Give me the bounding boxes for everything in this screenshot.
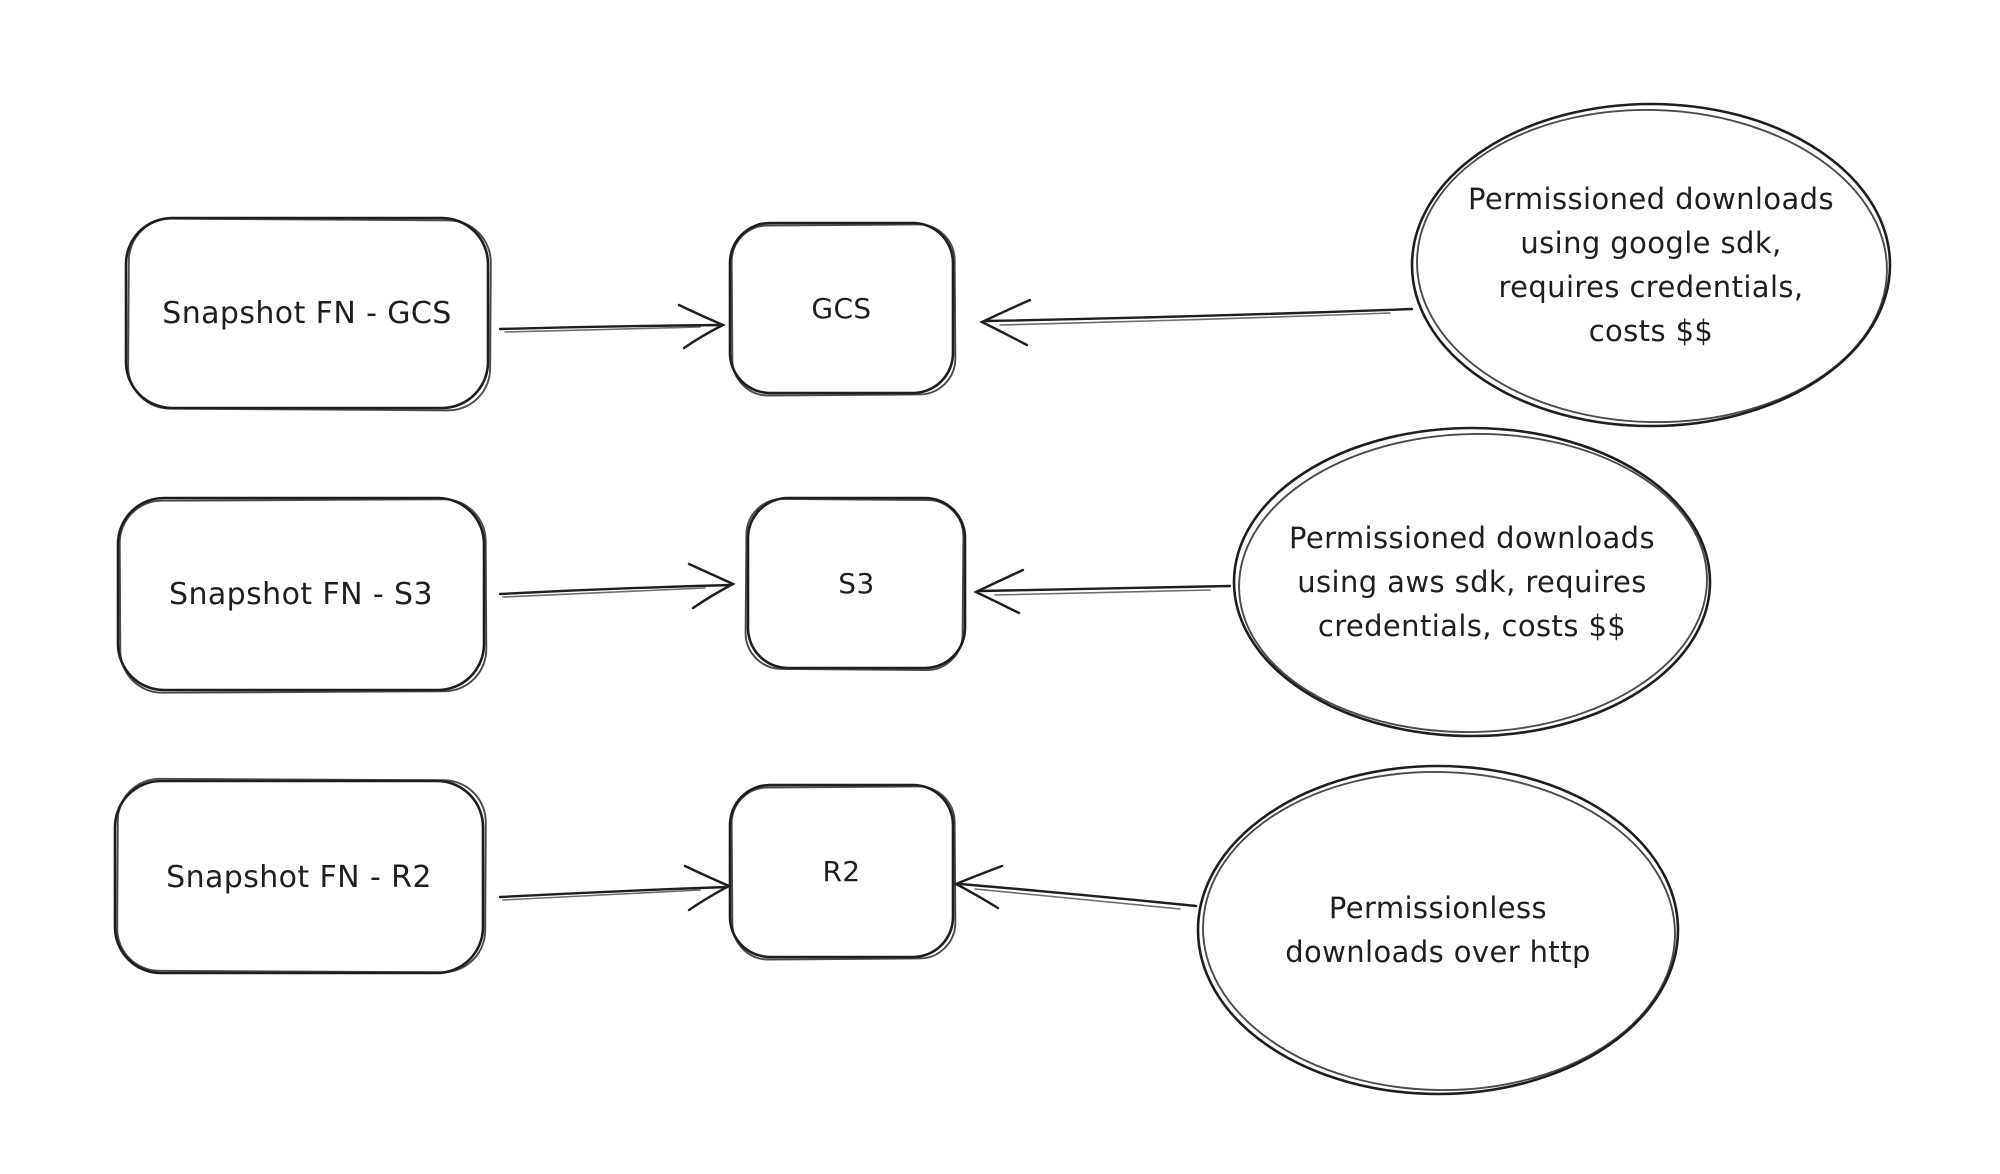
note-ellipse-gcs-stroke-2 [1416, 109, 1888, 424]
arrow-snapshot-r2-to-r2[interactable] [498, 864, 732, 912]
arrow-snapshot-s3-to-s3-shaft [498, 583, 733, 596]
label-note-s3[interactable]: Permissioned downloads using aws sdk, re… [1232, 432, 1712, 732]
arrow-note-to-s3-head [973, 568, 1025, 615]
node-r2-bucket-stroke-2 [730, 785, 957, 961]
label-gcs-bucket[interactable]: GCS [811, 291, 872, 325]
arrow-snapshot-s3-to-s3-head [687, 562, 736, 610]
note-ellipse-r2[interactable] [1196, 764, 1680, 1096]
node-r2-bucket[interactable] [728, 783, 957, 961]
arrow-snapshot-r2-to-r2-head [683, 864, 732, 912]
arrow-note-to-gcs-head [979, 298, 1032, 347]
node-snapshot-fn-gcs-stroke-2 [127, 217, 492, 412]
note-ellipse-gcs-stroke-1 [1410, 102, 1892, 428]
arrow-note-to-s3-shaft [978, 584, 1232, 593]
node-gcs-bucket-stroke-2 [730, 223, 957, 397]
arrow-snapshot-gcs-to-gcs-head [677, 303, 726, 350]
arrow-note-to-gcs[interactable] [979, 298, 1414, 347]
label-snapshot-fn-gcs[interactable]: Snapshot FN - GCS [162, 295, 452, 331]
note-ellipse-r2-stroke-1 [1196, 764, 1680, 1096]
arrow-note-to-r2-shaft [958, 882, 1198, 908]
node-gcs-bucket[interactable] [728, 221, 957, 397]
label-snapshot-fn-r2[interactable]: Snapshot FN - R2 [166, 859, 432, 895]
arrow-note-to-gcs-shaft [984, 307, 1414, 323]
label-note-gcs[interactable]: Permissioned downloads using google sdk,… [1411, 115, 1891, 415]
node-snapshot-fn-s3[interactable] [116, 496, 488, 694]
note-gcs-line-4: costs $$ [1588, 314, 1714, 348]
arrow-snapshot-r2-to-r2-shaft [498, 885, 729, 899]
note-s3-line-3: credentials, costs $$ [1317, 609, 1627, 643]
note-ellipse-s3[interactable] [1232, 426, 1712, 738]
node-snapshot-fn-gcs[interactable] [124, 216, 492, 412]
node-s3-bucket-stroke-2 [744, 497, 965, 672]
node-snapshot-fn-s3-stroke-1 [116, 496, 486, 692]
label-r2-bucket[interactable]: R2 [822, 854, 861, 888]
node-snapshot-fn-r2[interactable] [113, 777, 487, 975]
node-snapshot-fn-gcs-stroke-1 [124, 216, 490, 410]
arrow-note-to-r2[interactable] [953, 864, 1198, 910]
node-r2-bucket-stroke-1 [728, 783, 955, 959]
note-ellipse-gcs[interactable] [1410, 102, 1892, 429]
node-s3-bucket[interactable] [744, 496, 967, 672]
arrow-snapshot-gcs-to-gcs-shaft-2 [504, 326, 701, 333]
arrow-note-to-s3-shaft-2 [994, 589, 1211, 596]
arrow-snapshot-gcs-to-gcs-shaft [498, 323, 724, 331]
arrow-snapshot-s3-to-s3-shaft-2 [502, 587, 706, 598]
node-snapshot-fn-r2-stroke-2 [116, 777, 487, 974]
arrow-note-to-gcs-shaft-2 [999, 312, 1391, 326]
node-snapshot-fn-r2-stroke-1 [113, 779, 485, 975]
note-gcs-line-2: using google sdk, [1520, 226, 1782, 260]
node-s3-bucket-stroke-1 [746, 496, 967, 670]
label-s3-bucket[interactable]: S3 [838, 566, 875, 600]
label-note-r2[interactable]: Permissionless downloads over http [1198, 780, 1678, 1080]
node-gcs-bucket-stroke-1 [728, 221, 955, 395]
note-ellipse-s3-stroke-1 [1232, 426, 1712, 738]
note-r2-line-1: Permissionless [1328, 891, 1548, 925]
arrow-snapshot-r2-to-r2-shaft-2 [502, 889, 701, 901]
note-s3-line-1: Permissioned downloads [1288, 521, 1656, 555]
arrow-snapshot-s3-to-s3[interactable] [498, 562, 736, 610]
arrow-note-to-s3[interactable] [973, 568, 1232, 615]
label-snapshot-fn-s3[interactable]: Snapshot FN - S3 [169, 576, 433, 612]
note-gcs-line-3: requires credentials, [1498, 270, 1804, 304]
arrow-note-to-r2-shaft-2 [974, 888, 1181, 910]
arrow-snapshot-gcs-to-gcs[interactable] [498, 303, 726, 350]
note-ellipse-r2-stroke-2 [1202, 771, 1676, 1092]
note-gcs-line-1: Permissioned downloads [1467, 182, 1835, 216]
note-r2-line-2: downloads over http [1285, 935, 1591, 969]
node-snapshot-fn-s3-stroke-2 [118, 498, 488, 694]
note-s3-line-2: using aws sdk, requires [1297, 565, 1647, 599]
note-ellipse-s3-stroke-2 [1238, 432, 1708, 733]
arrow-note-to-r2-head [953, 864, 1004, 910]
